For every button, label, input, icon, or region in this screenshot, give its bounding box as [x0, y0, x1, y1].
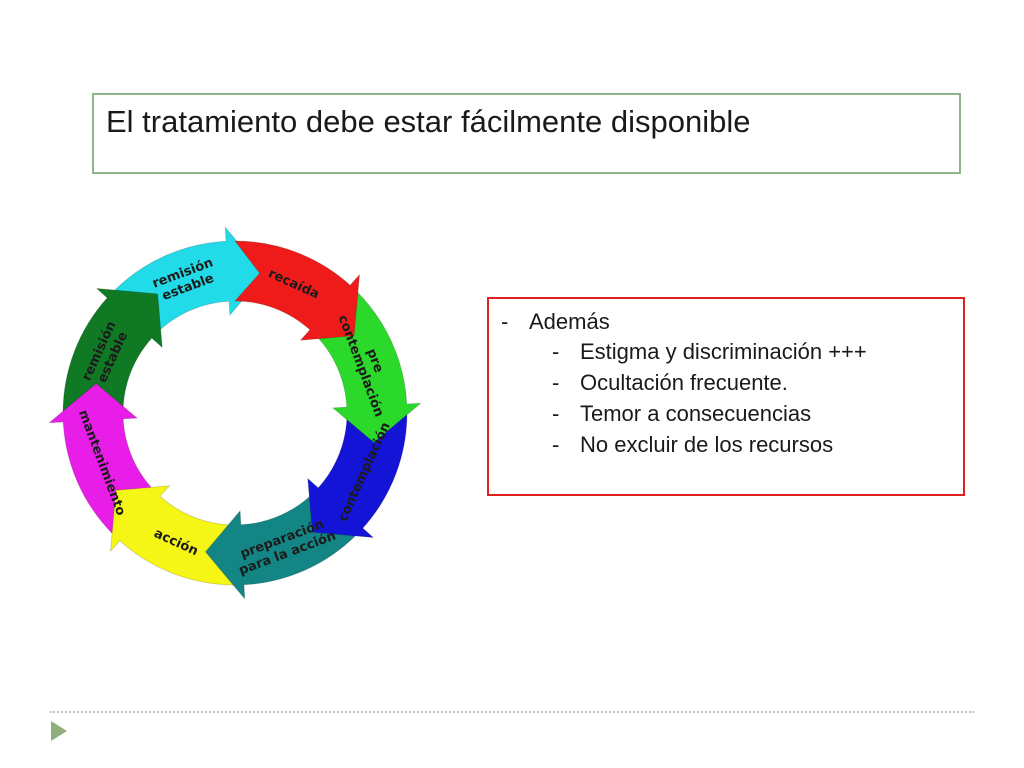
note-heading: -Además: [501, 309, 610, 335]
footer-arrow-icon: [51, 721, 67, 741]
footer-divider: [50, 711, 974, 713]
note-text: Temor a consecuencias: [580, 401, 812, 426]
note-text: No excluir de los recursos: [580, 432, 834, 457]
note-item: -Ocultación frecuente.: [552, 370, 788, 396]
note-dash: -: [552, 370, 560, 395]
note-dash: -: [552, 339, 560, 364]
slide-title-box: El tratamiento debe estar fácilmente dis…: [92, 93, 961, 174]
cycle-arrow-segment: [62, 287, 163, 415]
note-text: Estigma y discriminación +++: [580, 339, 867, 364]
note-item: -No excluir de los recursos: [552, 432, 833, 458]
cycle-arrow-segment: [307, 411, 408, 539]
cycle-arrow-segment: [47, 382, 157, 536]
note-dash: -: [552, 401, 560, 426]
note-dash: -: [552, 432, 560, 457]
cycle-arrow-segment: [233, 240, 361, 341]
note-item: -Temor a consecuencias: [552, 401, 811, 427]
note-dash: -: [501, 309, 509, 334]
slide-title: El tratamiento debe estar fácilmente dis…: [106, 104, 751, 139]
notes-box: -Además-Estigma y discriminación +++-Ocu…: [487, 297, 965, 496]
note-text: Ocultación frecuente.: [580, 370, 788, 395]
cycle-arrow-segment: [204, 491, 358, 601]
note-item: -Estigma y discriminación +++: [552, 339, 867, 365]
cycle-arrow-segment: [109, 485, 237, 586]
note-text: Además: [529, 309, 610, 334]
cycle-diagram: recaídaprecontemplacióncontemplaciónprep…: [47, 225, 423, 601]
cycle-arrow-segment: [313, 290, 423, 444]
